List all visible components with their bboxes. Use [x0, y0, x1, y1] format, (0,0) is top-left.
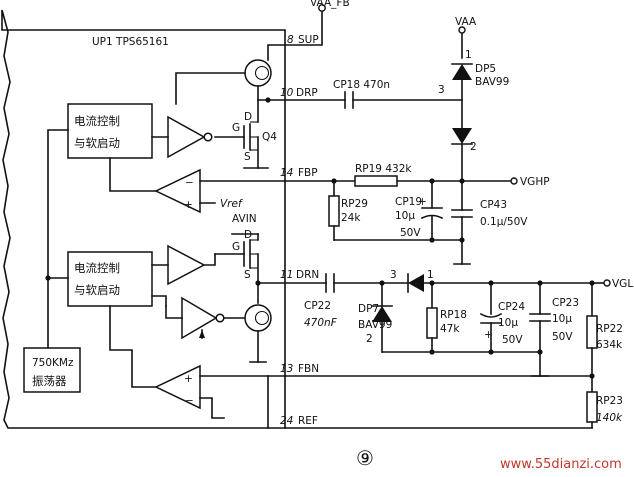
- net-vgl: VGL: [612, 278, 633, 290]
- vgl-terminal: [603, 279, 611, 287]
- svg-text:+: +: [484, 329, 493, 341]
- dp7-diode-horizontal: [408, 274, 424, 292]
- svg-text:750KMz: 750KMz: [32, 357, 74, 369]
- current-source-1: [244, 59, 272, 87]
- net-vaa-fb: VAA_FB: [310, 0, 350, 9]
- svg-text:G: G: [232, 241, 240, 253]
- rp18-label: RP18: [440, 309, 467, 321]
- pin-name-sup: SUP: [298, 34, 319, 46]
- svg-text:24k: 24k: [341, 212, 361, 224]
- svg-text:G: G: [232, 122, 240, 134]
- svg-text:2: 2: [470, 141, 477, 153]
- svg-text:3: 3: [438, 84, 445, 96]
- watermark: www.55dianzi.com: [500, 457, 622, 472]
- svg-text:0.1μ/50V: 0.1μ/50V: [480, 216, 528, 228]
- svg-text:D: D: [244, 229, 252, 241]
- rp23-label: RP23: [596, 395, 623, 407]
- svg-text:+: +: [184, 373, 193, 385]
- svg-text:2: 2: [366, 333, 373, 345]
- svg-text:S: S: [244, 269, 251, 281]
- svg-text:电流控制: 电流控制: [74, 261, 120, 275]
- svg-text:D: D: [244, 111, 252, 123]
- rp29-resistor: [328, 195, 340, 227]
- q4-label: Q4: [262, 131, 277, 143]
- vghp-terminal: [510, 177, 518, 185]
- svg-text:+: +: [418, 196, 427, 208]
- rp29-label: RP29: [341, 198, 368, 210]
- svg-text:BAV99: BAV99: [475, 76, 509, 88]
- pin-name-fbp: FBP: [298, 167, 318, 179]
- svg-text:634k: 634k: [596, 339, 623, 351]
- svg-text:振荡器: 振荡器: [32, 374, 67, 388]
- svg-text:−: −: [185, 177, 194, 189]
- svg-text:50V: 50V: [400, 227, 421, 239]
- cp19-label: CP19: [395, 196, 422, 208]
- pin-num-sup: 8: [287, 34, 294, 46]
- svg-text:BAV99: BAV99: [358, 319, 392, 331]
- ic-body-outline: [1, 9, 286, 429]
- oscillator-block: [23, 347, 81, 393]
- rp18-resistor: [426, 307, 438, 339]
- dp5-diode-lower: [452, 128, 472, 144]
- svg-text:与软启动: 与软启动: [74, 283, 120, 297]
- pin-name-drp: DRP: [296, 87, 318, 99]
- pin-name-drn: DRN: [296, 269, 319, 281]
- rp22-label: RP22: [596, 323, 623, 335]
- error-amp-1: [154, 168, 201, 214]
- rp19-label: RP19 432k: [355, 163, 412, 175]
- vaa-fb-terminal: [318, 4, 326, 12]
- cp23-label: CP23: [552, 297, 579, 309]
- svg-text:+: +: [184, 199, 193, 211]
- pin-num-drp: 10: [280, 87, 294, 99]
- cp22-label: CP22: [304, 300, 331, 312]
- current-source-2: [244, 304, 272, 332]
- svg-text:与软启动: 与软启动: [74, 136, 120, 150]
- svg-text:50V: 50V: [502, 334, 523, 346]
- svg-text:10μ: 10μ: [498, 317, 518, 329]
- pin-num-drn: 11: [280, 269, 293, 281]
- svg-text:10μ: 10μ: [552, 313, 572, 325]
- pin-name-ref: REF: [298, 415, 318, 427]
- net-vaa: VAA: [455, 16, 477, 28]
- svg-text:S: S: [244, 151, 251, 163]
- svg-text:470nF: 470nF: [304, 317, 338, 329]
- dp5-label: DP5: [475, 63, 496, 75]
- dp5-diode-upper: [452, 64, 472, 80]
- svg-text:1: 1: [427, 269, 434, 281]
- buffer-2: [167, 244, 206, 286]
- svg-text:1: 1: [465, 49, 472, 61]
- cp43-label: CP43: [480, 199, 507, 211]
- buffer-3: [181, 296, 218, 340]
- cp24-label: CP24: [498, 301, 525, 313]
- pin-num-fbn: 13: [280, 363, 293, 375]
- svg-text:电流控制: 电流控制: [74, 114, 120, 128]
- figure-number: ⑨: [356, 446, 374, 470]
- svg-text:50V: 50V: [552, 331, 573, 343]
- svg-text:140k: 140k: [596, 412, 623, 424]
- svg-text:3: 3: [390, 269, 397, 281]
- svg-text:10μ: 10μ: [395, 210, 415, 222]
- dp7-diode-vertical: [372, 306, 392, 322]
- current-control-block-2: [67, 251, 153, 307]
- pin-num-ref: 24: [280, 415, 293, 427]
- rp19-resistor: [354, 175, 398, 187]
- buffer-1: [167, 115, 206, 159]
- svg-text:47k: 47k: [440, 323, 460, 335]
- chip-designator: UP1 TPS65161: [92, 36, 169, 48]
- pin-num-fbp: 14: [280, 167, 293, 179]
- cp18-label: CP18 470n: [333, 79, 390, 91]
- avin-label: AVIN: [232, 213, 257, 225]
- pin-name-fbn: FBN: [298, 363, 319, 375]
- vref-label: Vref: [220, 198, 244, 210]
- vaa-terminal: [458, 26, 466, 34]
- error-amp-2: [154, 364, 201, 410]
- svg-text:−: −: [185, 395, 194, 407]
- dp7-label: DP7: [358, 303, 379, 315]
- net-vghp: VGHP: [520, 176, 550, 188]
- current-control-block-1: [67, 103, 153, 159]
